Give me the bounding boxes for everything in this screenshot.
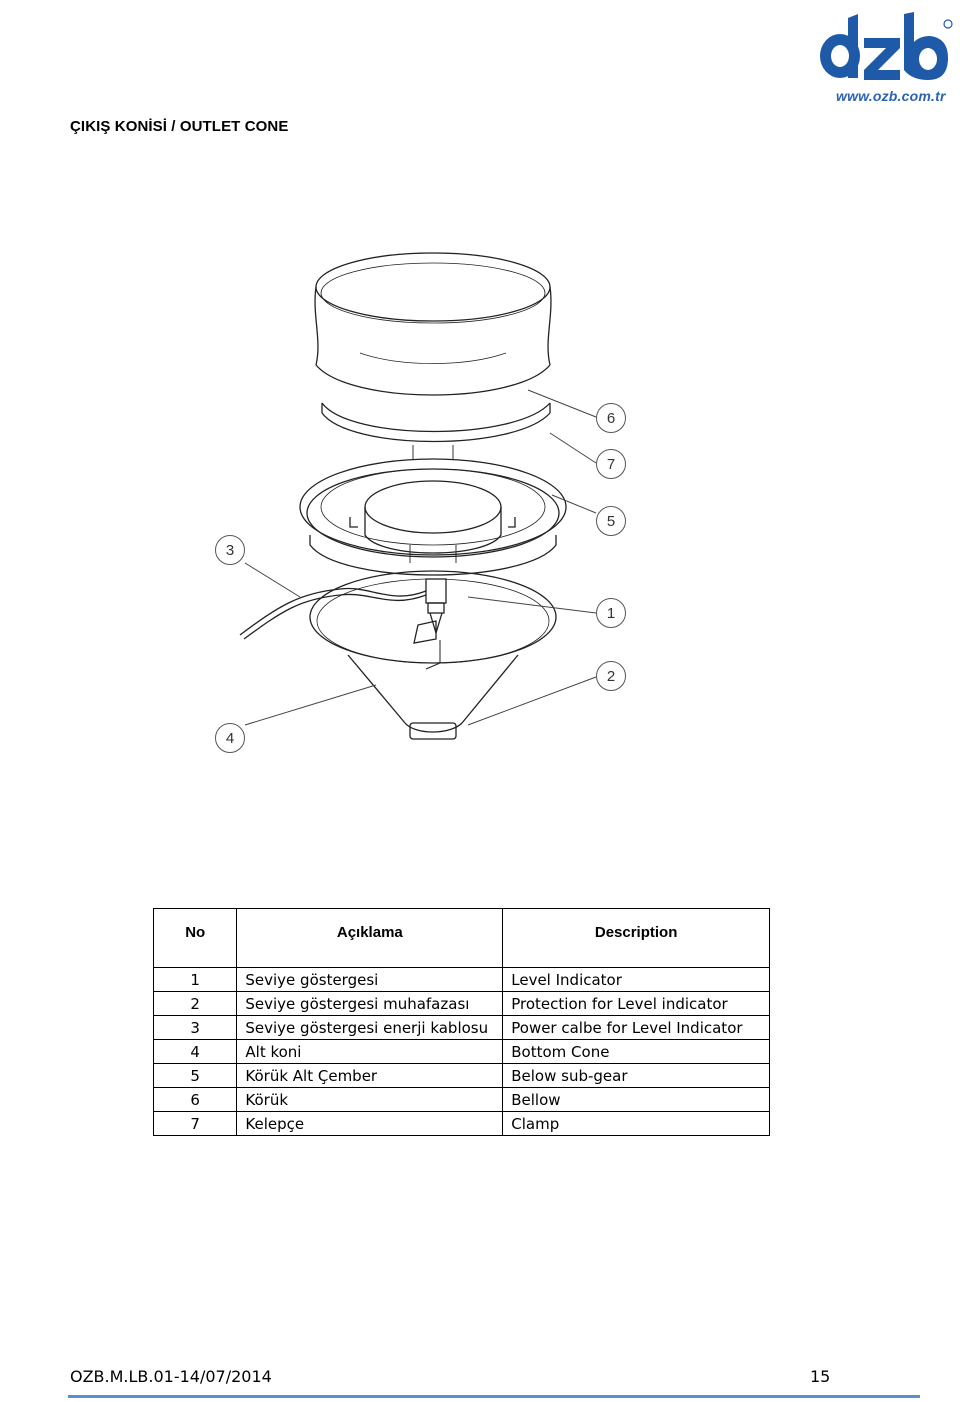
row-no: 6 — [152, 1087, 238, 1112]
row-description-tr: Seviye göstergesi — [236, 967, 504, 992]
footer-rule — [68, 1395, 920, 1398]
document-code: OZB.M.LB.01-14/07/2014 — [70, 1367, 272, 1386]
row-description-en: Protection for Level indicator — [502, 991, 770, 1016]
row-description-en: Bottom Cone — [502, 1039, 770, 1064]
row-no: 4 — [152, 1039, 238, 1064]
callout-2: 2 — [596, 661, 626, 691]
table-row: 3 Seviye göstergesi enerji kablosu Power… — [152, 1015, 770, 1040]
table-row: 4 Alt koni Bottom Cone — [152, 1039, 770, 1064]
row-description-tr: Seviye göstergesi muhafazası — [236, 991, 504, 1016]
page-title: ÇIKIŞ KONİSİ / OUTLET CONE — [70, 118, 289, 135]
row-no: 1 — [152, 967, 238, 992]
row-no: 2 — [152, 991, 238, 1016]
row-description-en: Power calbe for Level Indicator — [502, 1015, 770, 1040]
header-description-tr: Açıklama — [236, 908, 504, 968]
brand-url[interactable]: www.ozb.com.tr — [836, 88, 946, 104]
ozb-logo-mark — [820, 12, 953, 80]
header-no: No — [152, 908, 238, 968]
callout-3: 3 — [215, 535, 245, 565]
drawing-illustration — [239, 252, 597, 740]
header-description-en: Description — [502, 908, 770, 968]
row-description-en: Level Indicator — [502, 967, 770, 992]
outlet-cone-exploded-drawing: 6 7 5 1 2 3 4 — [200, 245, 640, 765]
callout-7: 7 — [596, 449, 626, 479]
table-header-row: No Açıklama Description — [152, 908, 770, 968]
row-no: 7 — [152, 1111, 238, 1136]
callout-4: 4 — [215, 723, 245, 753]
row-description-tr: Körük Alt Çember — [236, 1063, 504, 1088]
row-description-en: Below sub-gear — [502, 1063, 770, 1088]
callout-5: 5 — [596, 506, 626, 536]
table-row: 5 Körük Alt Çember Below sub-gear — [152, 1063, 770, 1088]
table-row: 1 Seviye göstergesi Level Indicator — [152, 967, 770, 992]
row-no: 3 — [152, 1015, 238, 1040]
row-no: 5 — [152, 1063, 238, 1088]
row-description-tr: Alt koni — [236, 1039, 504, 1064]
row-description-en: Bellow — [502, 1087, 770, 1112]
row-description-tr: Kelepçe — [236, 1111, 504, 1136]
page-number: 15 — [810, 1367, 831, 1386]
table-row: 7 Kelepçe Clamp — [152, 1111, 770, 1136]
callout-1: 1 — [596, 598, 626, 628]
ozb-logo: www.ozb.com.tr — [814, 8, 954, 106]
callout-6: 6 — [596, 403, 626, 433]
table-row: 6 Körük Bellow — [152, 1087, 770, 1112]
table-row: 2 Seviye göstergesi muhafazası Protectio… — [152, 991, 770, 1016]
row-description-tr: Körük — [236, 1087, 504, 1112]
row-description-tr: Seviye göstergesi enerji kablosu — [236, 1015, 504, 1040]
parts-table: No Açıklama Description 1 Seviye gösterg… — [152, 908, 770, 1136]
row-description-en: Clamp — [502, 1111, 770, 1136]
